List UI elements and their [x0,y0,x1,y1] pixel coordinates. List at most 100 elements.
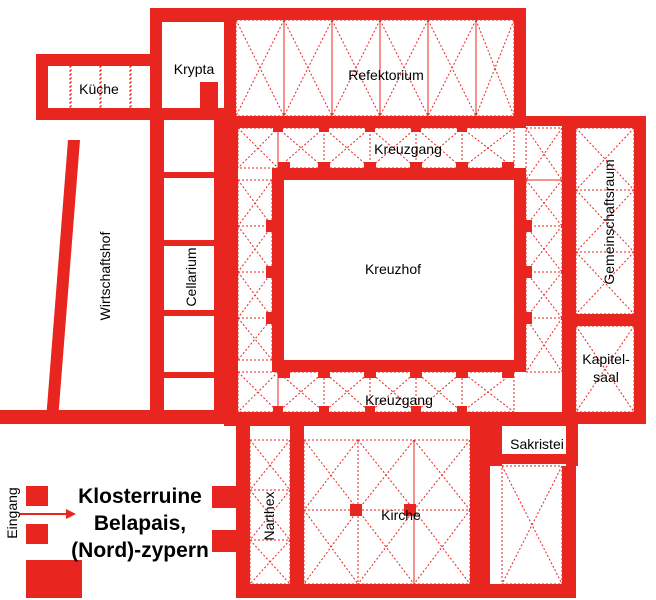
wall-kirche-south [236,584,576,598]
vault-rib [237,179,273,227]
pillar [411,406,421,416]
pillar [410,162,422,174]
vault-rib [237,317,273,361]
vault-rib [249,539,291,585]
wall-kirche-chancel [470,426,490,596]
wall-kirche-west [236,426,250,598]
pillar [266,266,278,278]
cellarium-beam-2 [150,240,228,246]
pillar [456,162,468,174]
vault-rib [283,19,333,117]
cellarium-beam-3 [150,310,228,316]
pillar [456,366,468,378]
vault-rib [575,325,635,413]
wall-cloister-east [562,116,576,426]
wall-cloister-west [224,116,238,426]
label-sakristei: Sakristei [510,436,564,452]
pillar [457,406,467,416]
vault-rib [413,509,471,585]
pillar [364,162,376,174]
vault-rib [237,271,273,319]
vault-rib [575,325,635,413]
pillar [278,162,290,174]
title-line-2: Belapais, [94,512,186,535]
vault-rib [303,509,359,585]
label-kirche: Kirche [381,507,421,523]
pillar [318,366,330,378]
vault-rib [475,19,515,117]
wall-krypta-north [150,8,236,22]
vault-rib [331,19,381,117]
wall-refektorium-west [224,8,236,128]
wall-cloister-south [224,412,576,426]
wall-refektorium-east [514,8,526,128]
wall-kueche-north [36,54,162,66]
wall-cellarium-west [150,108,164,420]
label-refektorium: Refektorium [348,67,423,83]
vault-rib [237,371,279,413]
label-kreuzhof: Kreuzhof [365,261,421,277]
wall-kapitelsaal-south [562,412,646,424]
label-kapitelsaal-2: saal [593,369,619,385]
wall-gemeinschaft-south [562,314,646,326]
pillar [404,504,416,516]
krypta-stair [200,82,218,116]
vault-rib [237,225,273,273]
narthex-pier-north [212,486,236,508]
wall-kreuzhof-north [272,168,526,180]
vault-rib [525,317,563,373]
wall-sakristei-south [490,454,576,464]
pillar [318,162,330,174]
pillars [266,122,532,516]
wall-cloister-ne [524,116,576,126]
vault-rib [357,509,415,585]
title-line-1: Klosterruine [78,485,202,508]
vault-rib [413,509,471,585]
pillar [520,312,532,324]
label-kreuzgang-south: Kreuzgang [365,392,433,408]
vault-rib [461,127,515,169]
pillar [365,406,375,416]
wall-gemeinschaft-east [634,116,646,422]
vault-rib [357,509,415,585]
entrance-arrow-icon [20,509,76,519]
pillar [350,504,362,516]
wall-south-court [0,410,228,424]
wall-sakristei-east [566,424,578,466]
vault-rib [357,439,415,511]
pillar [502,366,514,378]
wall-kirche-east [562,466,576,598]
narthex-pier-south [212,530,236,552]
vault-rib [525,225,563,273]
label-krypta: Krypta [174,61,215,77]
cellarium-beam-4 [150,372,228,378]
label-cellarium: Cellarium [183,247,199,306]
wall-wirtschaftshof-west [46,140,80,420]
vault-rib [413,439,471,511]
pillar [273,406,283,416]
pillar [411,122,421,132]
kitchen-divider [129,65,132,109]
vault-rib [427,19,477,117]
vault-bay [237,317,273,361]
vault-rib [249,489,291,541]
label-narthex: Narthex [261,491,277,540]
vault-rib [525,127,563,181]
pillar [266,220,278,232]
eingang-pier-north [26,486,48,506]
pillar [278,366,290,378]
pillar [520,266,532,278]
vault-rib [237,127,279,169]
eingang-pier-south [26,524,48,544]
wall-kueche-south [36,108,226,120]
pillar [365,122,375,132]
vault-rib [525,179,563,227]
label-eingang: Eingang [4,487,20,538]
vault-rib [461,371,515,413]
vault-rib [525,271,563,319]
wall-kueche-west [36,54,48,120]
label-wirtschaftshof: Wirtschaftshof [97,232,113,321]
vault-rib [379,19,429,117]
